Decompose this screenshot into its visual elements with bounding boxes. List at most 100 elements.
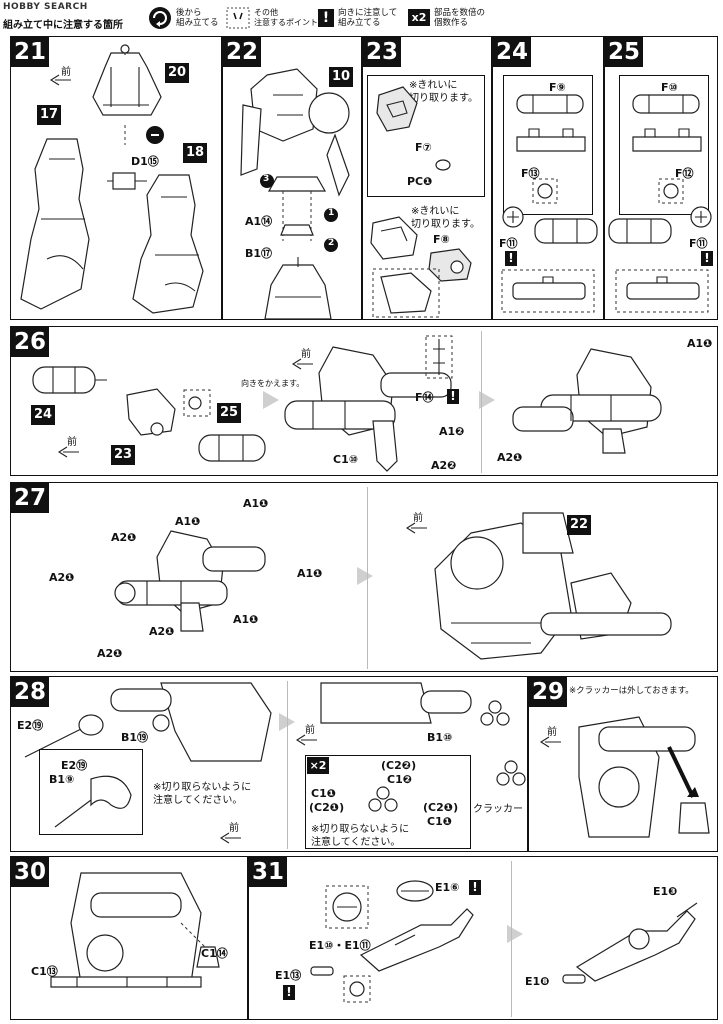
step-number: 27 bbox=[11, 483, 49, 513]
d-joint-illustration bbox=[107, 172, 147, 190]
step-number: 23 bbox=[363, 37, 401, 67]
part-label: A2❷ bbox=[431, 459, 457, 472]
part-label: B1⑰ bbox=[245, 247, 273, 260]
step-number: 30 bbox=[11, 857, 49, 887]
left-leg-illustration bbox=[20, 138, 90, 310]
part-label: C1❷ bbox=[387, 773, 413, 786]
step-30-panel: 30 C1⑭ C1⑬ bbox=[10, 856, 248, 1020]
step-26-panel: 26 24 前 23 25 向きをかえます。 前 F⑭ ! A1❷ A2❷ C1… bbox=[10, 326, 718, 476]
x2-icon: x2 bbox=[408, 9, 430, 26]
exclamation-icon: ! bbox=[469, 880, 481, 895]
cylinder-half-illustration bbox=[516, 94, 584, 114]
watermark: HOBBY SEARCH bbox=[3, 2, 88, 12]
part-label: F⑫ bbox=[675, 167, 694, 180]
front-label: 前 bbox=[67, 437, 77, 448]
part-label: F⑬ bbox=[521, 167, 540, 180]
rifle-illustration bbox=[359, 908, 474, 972]
waist-side-illustration bbox=[70, 872, 220, 984]
front-arrow-icon bbox=[405, 522, 427, 534]
cap-icon bbox=[425, 335, 453, 379]
e2-weapon-illustration bbox=[24, 714, 104, 758]
exclamation-icon: ! bbox=[318, 9, 334, 27]
c13-part-illustration bbox=[50, 976, 202, 988]
upper-body-illustration bbox=[240, 68, 350, 197]
front-label: 前 bbox=[61, 67, 71, 78]
lower-body-illustration bbox=[264, 257, 332, 320]
e16-part-illustration bbox=[396, 880, 434, 902]
e2-runner-illustration bbox=[54, 775, 132, 828]
step-23-panel: 23 ※きれいに 切り取ります。 F⑦ PC❶ ※きれいに 切り取ります。 F⑧ bbox=[362, 36, 492, 320]
front-arrow-icon bbox=[295, 734, 317, 746]
part-number-badge: 10 bbox=[329, 67, 353, 87]
part-label: C1❶ bbox=[427, 815, 453, 828]
cylinder-result-illustration bbox=[615, 269, 709, 313]
legend-item-text: 向きに注意して 組み立てる bbox=[338, 8, 398, 28]
shield-silhouette-illustration bbox=[372, 268, 440, 318]
part-label: (C2❷) bbox=[381, 759, 417, 772]
step-number: 22 bbox=[223, 37, 261, 67]
legend-bar: HOBBY SEARCH 組み立て中に注意する箇所 後から 組み立てる その他 … bbox=[0, 0, 723, 34]
part-label: A2❶ bbox=[97, 647, 123, 660]
cylinder-inner-illustration bbox=[516, 128, 586, 152]
part-label: A2❶ bbox=[149, 625, 175, 638]
part-label: PC❶ bbox=[407, 175, 433, 188]
shield-assembled-illustration bbox=[512, 348, 662, 454]
shield-base-illustration bbox=[370, 216, 418, 260]
part-number-badge: 24 bbox=[31, 405, 55, 425]
divider bbox=[367, 487, 368, 669]
part-label: A1❶ bbox=[243, 497, 269, 510]
cap-icon bbox=[532, 178, 558, 204]
part-label: E1⑩・E1⑪ bbox=[309, 939, 371, 952]
cylinder-25-illustration bbox=[198, 434, 266, 462]
part-label: (C2❶) bbox=[423, 801, 459, 814]
legend-item-text: 後から 組み立てる bbox=[176, 8, 219, 28]
muzzle-detail-icon bbox=[343, 975, 371, 1003]
step-number: 25 bbox=[605, 37, 643, 67]
orientation-note: 向きをかえます。 bbox=[241, 379, 305, 388]
cut-note: ※切り取らないように 注意してください。 bbox=[153, 782, 252, 806]
front-label: 前 bbox=[229, 823, 239, 834]
exclamation-icon: ! bbox=[447, 389, 459, 404]
cylinder-inner-illustration bbox=[632, 128, 702, 152]
cracker-label: クラッカー bbox=[473, 804, 523, 815]
part-label: A1❷ bbox=[439, 425, 465, 438]
part-number-badge: 22 bbox=[567, 515, 591, 535]
step-number: 28 bbox=[11, 677, 49, 707]
cut-note: ※きれいに 切り取ります。 bbox=[409, 80, 478, 104]
cracker-icon bbox=[480, 700, 510, 726]
upper-body-side-illustration bbox=[320, 682, 472, 724]
part-label: A1❶ bbox=[175, 515, 201, 528]
part-label: C1⑬ bbox=[31, 965, 58, 978]
part-label: B1⑲ bbox=[121, 731, 149, 744]
step-arrow-number: 2 bbox=[328, 238, 335, 248]
part-label: E1⑥ bbox=[435, 881, 460, 894]
skirt-part-illustration bbox=[92, 44, 162, 116]
part-label: A2❶ bbox=[497, 451, 523, 464]
exclamation-icon: ! bbox=[283, 985, 295, 1000]
arrow-triangle-icon bbox=[263, 391, 279, 409]
part-label: F⑭ bbox=[415, 391, 434, 404]
step-31-panel: 31 E1⑥ ! E1⑩・E1⑪ E1⑬ ! E1❸ E1❽ bbox=[248, 856, 718, 1020]
divider bbox=[511, 861, 512, 1017]
waist-joint-illustration bbox=[260, 174, 338, 252]
front-arrow-icon bbox=[291, 358, 313, 370]
cylinder-half-illustration bbox=[632, 94, 700, 114]
legend-title: 組み立て中に注意する箇所 bbox=[3, 20, 123, 31]
right-leg-illustration bbox=[132, 174, 204, 314]
cut-note: ※きれいに 切り取ります。 bbox=[411, 206, 480, 230]
step-29-panel: 29 ※クラッカーは外しておきます。 前 bbox=[528, 676, 718, 852]
part-label: A1❶ bbox=[297, 567, 323, 580]
part-label: C1⑭ bbox=[201, 947, 228, 960]
step-arrow-number: 1 bbox=[328, 208, 335, 218]
cap-icon bbox=[183, 389, 211, 417]
step-number: 26 bbox=[11, 327, 49, 357]
step-arrow-number: 3 bbox=[263, 174, 270, 184]
front-label: 前 bbox=[413, 513, 423, 524]
part-label: A1⑭ bbox=[245, 215, 273, 228]
part-label: F⑨ bbox=[549, 81, 566, 94]
part-label: E1❽ bbox=[525, 975, 550, 988]
part-number-badge: 23 bbox=[111, 445, 135, 465]
part-label: F⑪ bbox=[689, 237, 708, 250]
part-number-badge: 18 bbox=[183, 143, 207, 163]
rifle-assembled-illustration bbox=[575, 902, 698, 982]
